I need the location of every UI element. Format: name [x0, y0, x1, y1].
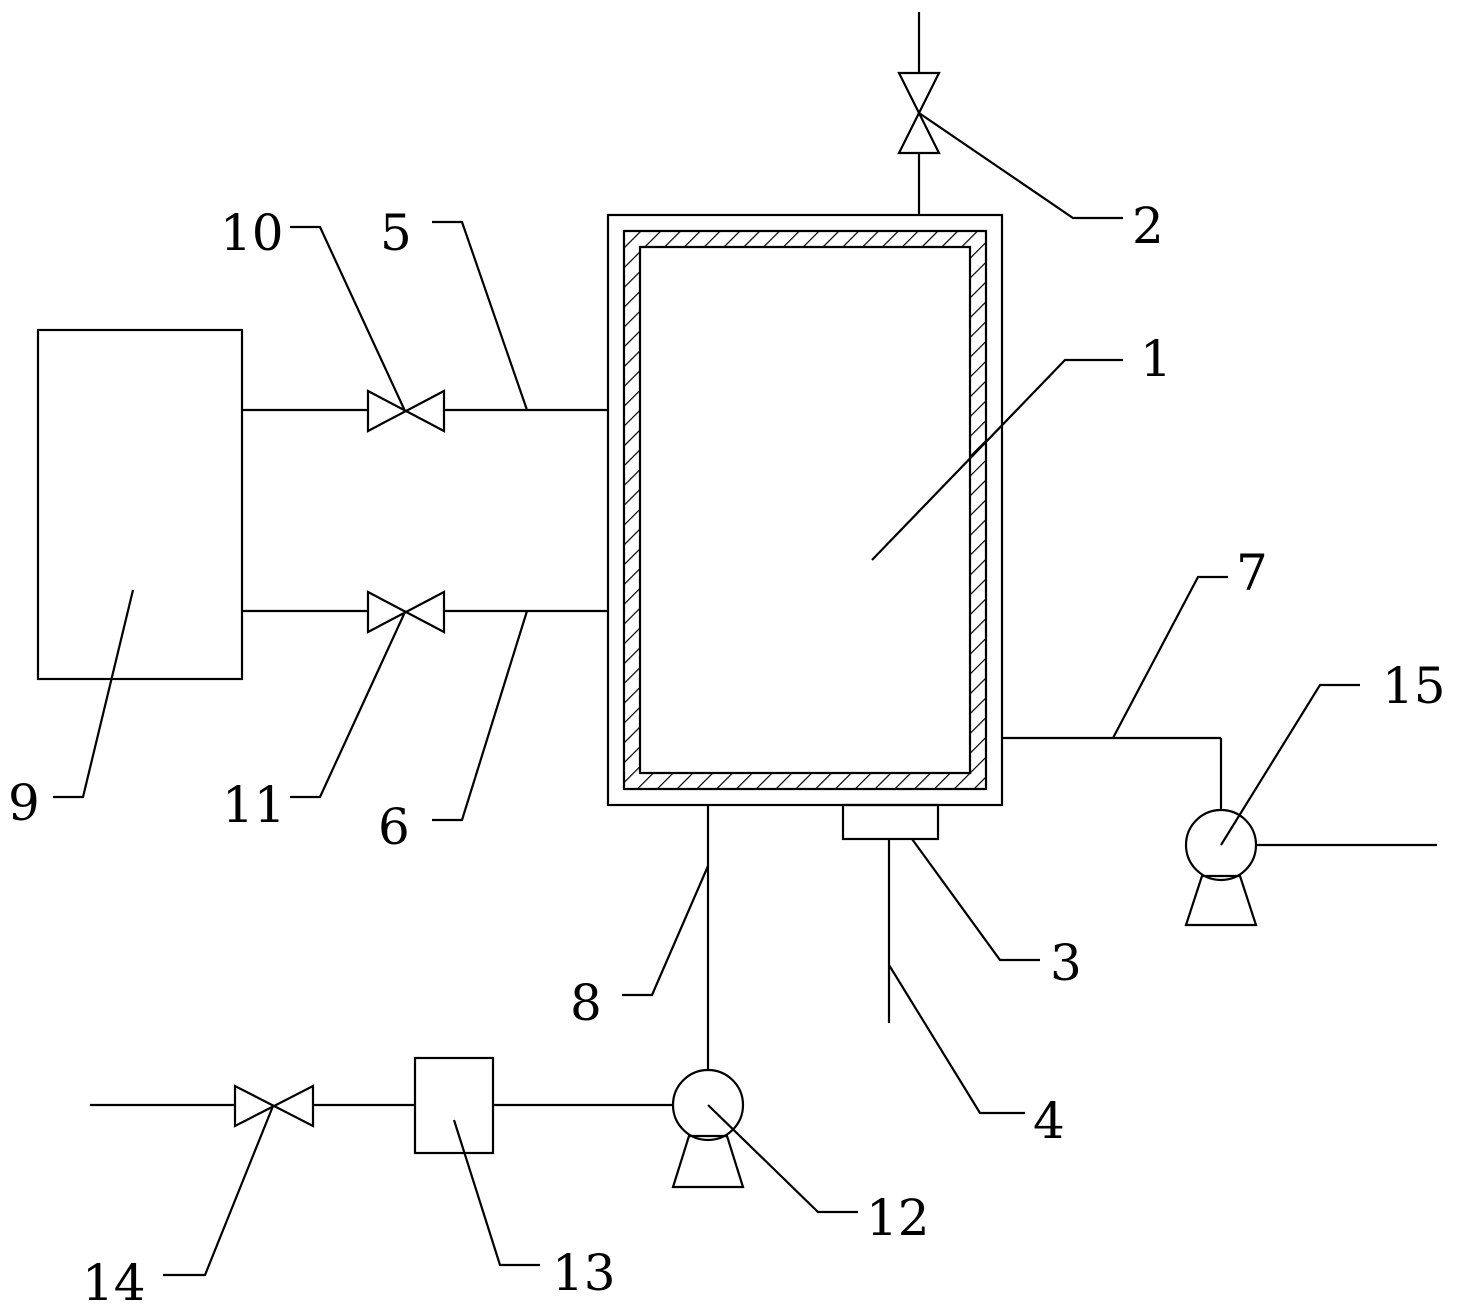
leader-14: [163, 1106, 273, 1275]
label-15: 15: [1382, 657, 1446, 715]
label-7: 7: [1236, 544, 1268, 602]
part-labels: 1 2 3 4 5 6 7 8 9 10 11 12 13 14 15: [8, 197, 1446, 1312]
label-4: 4: [1033, 1092, 1065, 1150]
label-1: 1: [1140, 330, 1172, 388]
label-3: 3: [1050, 934, 1082, 992]
label-10: 10: [220, 204, 284, 262]
vessel-outer-shell: [608, 215, 1002, 805]
valve-11: [368, 592, 444, 632]
leader-3: [912, 839, 1040, 960]
filter-13: [415, 1058, 493, 1153]
leader-12: [708, 1105, 858, 1212]
label-11: 11: [222, 776, 286, 834]
pump-15: [1186, 810, 1437, 925]
tank-9: [38, 330, 242, 679]
leader-2: [919, 113, 1123, 218]
fitting-3: [843, 805, 938, 839]
label-14: 14: [82, 1254, 146, 1312]
leader-9: [53, 590, 133, 797]
valve-10: [368, 391, 444, 431]
label-12: 12: [866, 1189, 930, 1247]
leader-15: [1221, 685, 1360, 845]
label-8: 8: [570, 974, 602, 1032]
label-5: 5: [380, 204, 412, 262]
leader-5: [432, 222, 527, 410]
vessel-1: [608, 215, 1002, 805]
leader-4: [889, 965, 1025, 1113]
leader-7: [1113, 577, 1228, 738]
leader-11: [290, 612, 405, 797]
leader-6: [432, 611, 527, 820]
label-2: 2: [1132, 197, 1164, 255]
valve-14: [235, 1086, 313, 1126]
label-13: 13: [552, 1244, 616, 1302]
leader-8: [622, 866, 708, 995]
label-6: 6: [378, 798, 410, 856]
vessel-insulation-layer: [624, 231, 986, 789]
pipe-7: [1002, 738, 1221, 810]
label-9: 9: [8, 774, 40, 832]
leader-13: [454, 1120, 540, 1265]
leader-1: [872, 360, 1123, 560]
leader-lines: [53, 113, 1360, 1275]
